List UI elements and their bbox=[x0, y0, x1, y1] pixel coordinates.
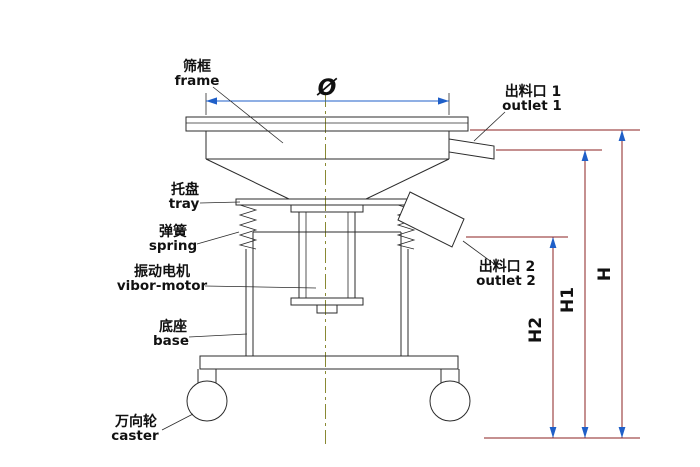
dim-label-h2: H2 bbox=[526, 317, 546, 343]
machine-outline bbox=[185, 116, 495, 422]
label-base-en: base bbox=[153, 333, 189, 349]
leader-lines bbox=[161, 86, 506, 431]
label-caster-en: caster bbox=[111, 428, 159, 444]
caster-wheel-right bbox=[429, 380, 471, 422]
dimension-diameter: Ø bbox=[205, 76, 450, 115]
arrow-up-icon bbox=[618, 130, 626, 141]
dimension-heights: H H1 H2 bbox=[466, 129, 640, 439]
diameter-symbol: Ø bbox=[316, 76, 338, 101]
leader-motor bbox=[204, 285, 317, 289]
label-outlet2-en: outlet 2 bbox=[476, 273, 536, 289]
label-tray-en: tray bbox=[169, 196, 200, 212]
label-motor-en: vibor-motor bbox=[117, 278, 208, 294]
caster-wheel-left bbox=[186, 380, 228, 422]
label-frame-en: frame bbox=[175, 73, 220, 89]
leader-outlet1 bbox=[473, 111, 506, 142]
arrow-up-icon bbox=[581, 150, 589, 161]
label-outlet2-zh: 出料口 2 bbox=[479, 258, 536, 275]
leader-frame bbox=[212, 86, 284, 144]
label-caster-zh: 万向轮 bbox=[114, 413, 157, 430]
outlet1-spout bbox=[448, 138, 495, 160]
arrow-right-icon bbox=[438, 97, 449, 105]
label-frame-zh: 筛框 bbox=[183, 58, 211, 75]
motor-bottom-flange bbox=[290, 297, 364, 306]
label-spring-en: spring bbox=[149, 238, 197, 254]
part-labels: 筛框 frame 出料口 1 outlet 1 托盘 tray 弹簧 sprin… bbox=[111, 58, 562, 444]
arrow-down-icon bbox=[549, 427, 557, 438]
arrow-left-icon bbox=[206, 97, 217, 105]
dim-label-h: H bbox=[595, 267, 615, 281]
motor-shaft-end bbox=[316, 304, 338, 314]
hopper-slant-right bbox=[365, 158, 450, 200]
leader-tray bbox=[199, 201, 241, 204]
label-base-zh: 底座 bbox=[159, 318, 187, 335]
leader-caster bbox=[161, 413, 194, 431]
leader-spring bbox=[196, 231, 240, 245]
label-outlet1-zh: 出料口 1 bbox=[505, 83, 562, 100]
dim-label-h1: H1 bbox=[558, 287, 578, 313]
leader-base bbox=[188, 333, 248, 338]
label-motor-zh: 振动电机 bbox=[134, 263, 190, 280]
label-tray-zh: 托盘 bbox=[171, 181, 199, 198]
base-platform bbox=[199, 355, 459, 370]
spring-left bbox=[238, 204, 258, 250]
motor-top-flange bbox=[290, 204, 364, 213]
label-outlet1-en: outlet 1 bbox=[502, 98, 562, 114]
hopper-slant-left bbox=[205, 158, 290, 200]
arrow-down-icon bbox=[618, 427, 626, 438]
outlet2-chute bbox=[397, 191, 465, 248]
sieve-frame-band bbox=[185, 116, 469, 132]
motor-body bbox=[298, 211, 356, 299]
leader-outlet2 bbox=[462, 240, 498, 267]
label-spring-zh: 弹簧 bbox=[159, 223, 187, 240]
arrow-down-icon bbox=[581, 427, 589, 438]
arrow-up-icon bbox=[549, 237, 557, 248]
tray-plate bbox=[235, 198, 415, 206]
